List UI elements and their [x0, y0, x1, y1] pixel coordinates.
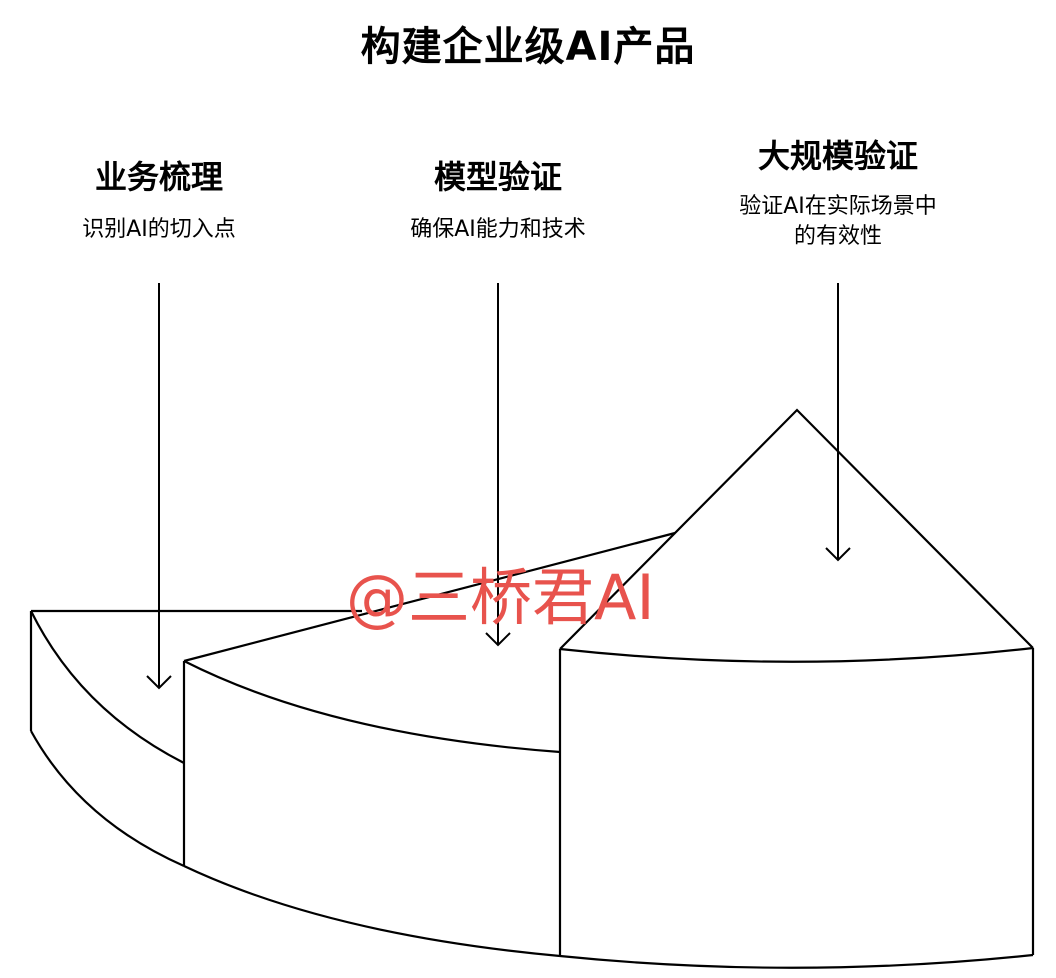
slab-2-top-edge [183, 531, 676, 663]
arrow-down-icon [825, 283, 851, 562]
stage-description-line: 的有效性 [793, 224, 882, 249]
stage-description: 验证AI在实际场景中 的有效性 [708, 192, 968, 252]
slab-2-upper-curve [183, 660, 561, 754]
stage-business-analysis: 业务梳理 识别AI的切入点 [59, 157, 259, 245]
stage-model-validation: 模型验证 确保AI能力和技术 [378, 157, 618, 245]
stage-heading: 模型验证 [433, 158, 562, 196]
slab-2-lower-curve [183, 865, 561, 958]
arrow-down-icon [146, 283, 172, 690]
stage-description: 识别AI的切入点 [82, 217, 236, 242]
slab-1-lower-curve [30, 730, 185, 868]
watermark: @三桥君AI [346, 561, 655, 634]
stage-heading: 业务梳理 [94, 158, 223, 196]
stage-heading: 大规模验证 [757, 137, 918, 175]
slab-1-upper-curve [30, 610, 185, 764]
stage-large-scale-validation: 大规模验证 验证AI在实际场景中 的有效性 [708, 136, 968, 252]
slab-stage-2 [182, 531, 676, 958]
arrow-down-icon [485, 283, 511, 647]
slab-3-peak [559, 408, 1034, 650]
slab-3-upper-curve [559, 646, 1034, 663]
diagram-title: 构建企业级AI产品 [360, 24, 696, 70]
slab-stage-1 [29, 609, 362, 868]
stage-description: 确保AI能力和技术 [410, 217, 586, 242]
slab-3-lower-curve [559, 953, 1034, 969]
stage-description-line: 验证AI在实际场景中 [739, 194, 937, 219]
slab-stage-3 [558, 408, 1035, 969]
